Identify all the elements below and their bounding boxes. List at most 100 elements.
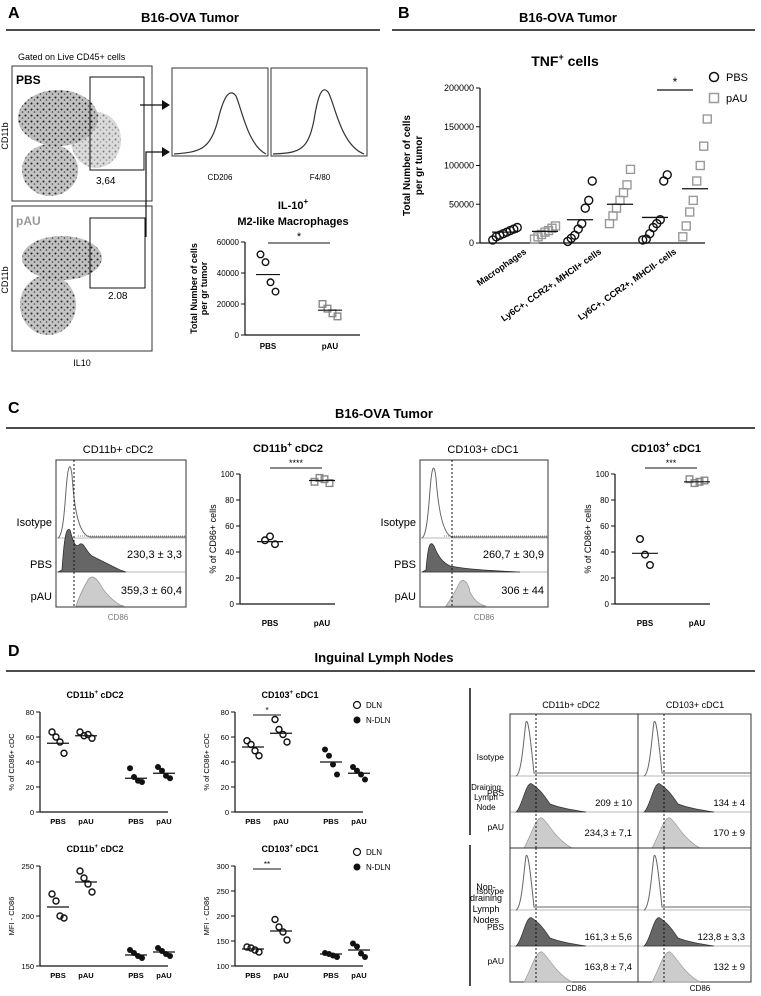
- data-point-pbs: [638, 235, 648, 245]
- pau-curve: [651, 817, 701, 849]
- sig-star: ****: [289, 458, 304, 468]
- c-hist2-pau-curve: [445, 580, 487, 607]
- data-point: [52, 897, 60, 905]
- panel-d-header: D Inguinal Lymph Nodes: [6, 643, 755, 672]
- data-point: [243, 943, 251, 951]
- flow-density-pau-2: [20, 275, 76, 335]
- pbs-curve: [642, 783, 715, 813]
- isotype-curve: [515, 720, 638, 777]
- d-col-title-cdc2: CD11b+ cDC2: [542, 700, 600, 710]
- d-legend-dln-marker-2: [352, 847, 362, 857]
- panel-d-hist-grid: CD11b+ cDC2 CD103+ cDC1 Draining Lymph N…: [469, 688, 752, 993]
- data-point-pbs: [662, 170, 672, 180]
- c-hist2-value-pau: 306 ± 44: [501, 585, 544, 597]
- title-main: CD11b: [66, 690, 95, 700]
- data-point: [690, 479, 699, 488]
- x-tick-label: Macrophages: [475, 246, 528, 287]
- panel-letter-b: B: [398, 5, 410, 22]
- c-hist1-row-pau: pAU: [31, 591, 52, 603]
- data-point: [56, 912, 64, 920]
- y-label: Total Number of cells: [402, 115, 413, 216]
- row-label-isotype: Isotype: [477, 752, 505, 762]
- data-point: [358, 771, 364, 778]
- y-tick-label: 150: [216, 937, 229, 946]
- pbs-curve: [514, 783, 587, 813]
- pbs-curve: [514, 917, 587, 947]
- data-point: [334, 771, 340, 778]
- data-point: [315, 473, 324, 482]
- y-tick-label: 20: [26, 783, 34, 792]
- data-point: [330, 761, 336, 768]
- data-point: [127, 765, 133, 772]
- data-point: [255, 752, 263, 760]
- flow-ylabel-pau: CD11b: [0, 266, 10, 293]
- a-scatter-title-2: M2-like Macrophages: [237, 216, 348, 228]
- hist-cd206-frame: [171, 67, 269, 157]
- value-pbs: 209 ± 10: [595, 798, 632, 809]
- title-sup: +: [289, 690, 293, 696]
- sig-star: **: [264, 860, 270, 869]
- data-point-pau: [625, 164, 636, 175]
- c-hist1-isotype-curve: [57, 466, 186, 539]
- data-point: [318, 300, 327, 309]
- value-pbs: 134 ± 4: [713, 798, 745, 809]
- data-point: [139, 955, 145, 961]
- d-group-nondraining-3: Lymph: [473, 904, 500, 914]
- chart-title: CD11b+ cDC2: [66, 844, 123, 854]
- data-point-pau: [604, 218, 615, 229]
- panel-c-hist-1: CD11b+ cDC2 Isotype PBS pAU 230,3 ± 3,3 …: [17, 444, 187, 622]
- y-tick-label: 0: [605, 600, 610, 609]
- data-point: [636, 535, 645, 544]
- data-point: [283, 936, 291, 944]
- y-tick-label: 250: [216, 887, 229, 896]
- data-point: [350, 764, 356, 770]
- data-point-pbs: [584, 195, 594, 206]
- data-point: [646, 561, 655, 570]
- y-tick-label: 80: [26, 708, 34, 717]
- d-hist-xlabel-2: CD86: [690, 984, 711, 993]
- data-point: [275, 725, 283, 734]
- c-hist2-row-isotype: Isotype: [381, 517, 416, 529]
- data-point: [323, 304, 332, 313]
- value-pau: 234,3 ± 7,1: [585, 828, 632, 839]
- data-point-pbs: [587, 176, 597, 186]
- d-hist-xlabel-1: CD86: [566, 984, 587, 993]
- flow-label-pbs: PBS: [16, 73, 41, 87]
- hist-cd206-curve: [173, 92, 267, 155]
- y-tick-label: 300: [216, 862, 229, 871]
- d-group-draining-1: Draining: [471, 783, 501, 792]
- c-hist1-title: CD11b+ cDC2: [83, 444, 153, 456]
- x-tick-label: PBS: [50, 817, 65, 826]
- y-tick-label: 40: [600, 548, 609, 557]
- y-label: % of CD86+ cDC: [202, 733, 211, 791]
- y-tick-label: 40000: [217, 269, 240, 278]
- y-tick-label: 200: [21, 912, 34, 921]
- data-point: [76, 867, 84, 875]
- d-group-draining-3: Node: [476, 803, 496, 812]
- isotype-curve: [515, 854, 638, 911]
- data-point-pau: [695, 160, 705, 171]
- flow-gate-pau: [89, 217, 146, 289]
- d-legend-ndln-label-2: N-DLN: [366, 863, 391, 872]
- flow-label-pau: pAU: [16, 214, 41, 228]
- y-tick-label: 60: [221, 733, 229, 742]
- panel-b-scatter: TNF+ cells 050000100000150000200000Total…: [402, 52, 748, 323]
- c-sc2-title: CD103+ cDC1: [631, 440, 701, 455]
- y-tick-label: 0: [230, 600, 235, 609]
- flow-gate-value-pau: 2.08: [108, 291, 128, 302]
- sig-star: *: [297, 231, 302, 243]
- data-point: [325, 479, 334, 488]
- x-tick-label: pAU: [156, 817, 171, 826]
- data-point-pau: [611, 203, 622, 213]
- row-label-pau: pAU: [487, 956, 504, 966]
- flow-gate-value-pbs: 3,64: [96, 176, 116, 187]
- data-point: [322, 746, 328, 753]
- y-label: per gr tumor: [414, 136, 425, 196]
- data-point: [48, 890, 56, 898]
- y-tick-label: 0: [469, 238, 474, 248]
- value-pbs: 123,8 ± 3,3: [698, 932, 745, 943]
- data-point-pau: [618, 187, 629, 198]
